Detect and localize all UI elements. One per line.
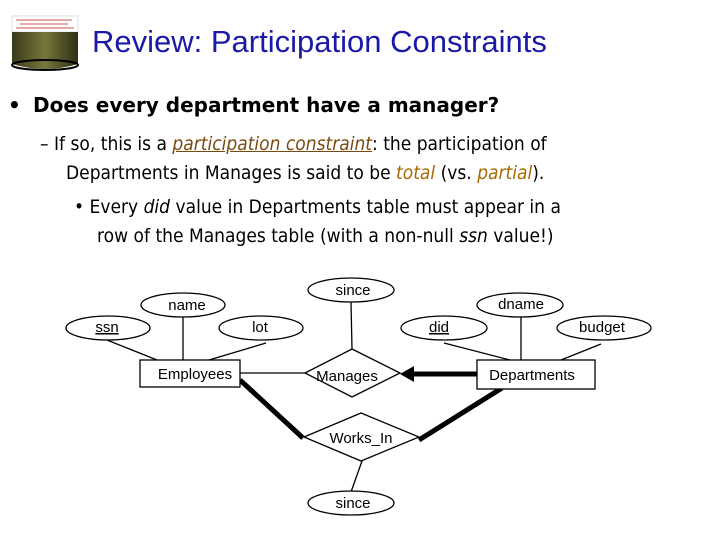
sub-bullet-participation: – If so, this is a participation constra…	[40, 133, 547, 155]
bullet-question: • Does every department have a manager?	[8, 93, 499, 117]
label-ssn: ssn	[95, 319, 118, 336]
employees-worksin-total-edge	[238, 378, 305, 440]
text: Departments in Manages is said to be	[66, 162, 397, 184]
bullet-dot-icon: •	[74, 196, 85, 218]
ssn-edge	[106, 339, 158, 361]
dash-marker: –	[40, 133, 49, 155]
text: value!)	[487, 225, 554, 247]
attr-lot	[218, 315, 304, 341]
text: : the participation of	[372, 133, 547, 155]
lot-edge	[208, 342, 267, 361]
since-manages-edge	[350, 301, 353, 350]
label-manages: Manages	[316, 368, 378, 385]
label-works-in: Works_In	[329, 430, 392, 447]
text: If so, this is a	[53, 133, 173, 155]
did-edge	[443, 342, 511, 361]
attr-name	[140, 292, 226, 318]
attr-dname	[476, 292, 564, 318]
relationship-works-in	[302, 412, 421, 462]
text: row of the Manages table (with a non-nul…	[97, 225, 460, 247]
label-since-manages: since	[335, 282, 370, 299]
since-worksin-edge	[350, 460, 363, 493]
text: ).	[532, 162, 545, 184]
did-term: did	[143, 196, 171, 218]
label-name: name	[168, 297, 206, 314]
entity-departments	[476, 359, 596, 390]
database-cylinder-logo	[10, 14, 80, 72]
label-budget: budget	[579, 319, 626, 336]
term-link[interactable]: participation constraint	[172, 133, 373, 155]
entity-employees	[139, 359, 241, 388]
label-lot: lot	[252, 319, 269, 336]
attr-since-worksin	[307, 490, 395, 516]
arrow-head-icon	[400, 366, 414, 382]
ssn-term: ssn	[459, 225, 488, 247]
label-departments: Departments	[489, 367, 575, 384]
question-text: Does every department have a manager?	[33, 93, 500, 117]
label-since-worksin: since	[335, 495, 370, 512]
sub-sub-bullet: • Every did value in Departments table m…	[74, 196, 561, 218]
budget-edge	[560, 343, 602, 361]
text: value in Departments table must appear i…	[170, 196, 561, 218]
partial-term: partial	[477, 162, 533, 184]
label-did: did	[429, 319, 449, 336]
sub-bullet-participation-cont: Departments in Manages is said to be tot…	[66, 162, 544, 184]
attr-did	[400, 315, 488, 341]
text: (vs.	[435, 162, 478, 184]
attr-budget	[556, 315, 652, 341]
slide-title: Review: Participation Constraints	[92, 24, 547, 59]
sub-sub-bullet-cont: row of the Manages table (with a non-nul…	[97, 225, 554, 247]
total-term: total	[396, 162, 436, 184]
label-dname: dname	[498, 296, 544, 313]
attr-ssn	[65, 315, 151, 341]
text: Every	[89, 196, 144, 218]
label-employees: Employees	[158, 366, 232, 383]
bullet-dot-icon: •	[8, 93, 21, 117]
departments-worksin-total-edge	[417, 385, 504, 443]
relationship-manages	[303, 348, 402, 398]
attr-since-manages	[307, 277, 395, 303]
